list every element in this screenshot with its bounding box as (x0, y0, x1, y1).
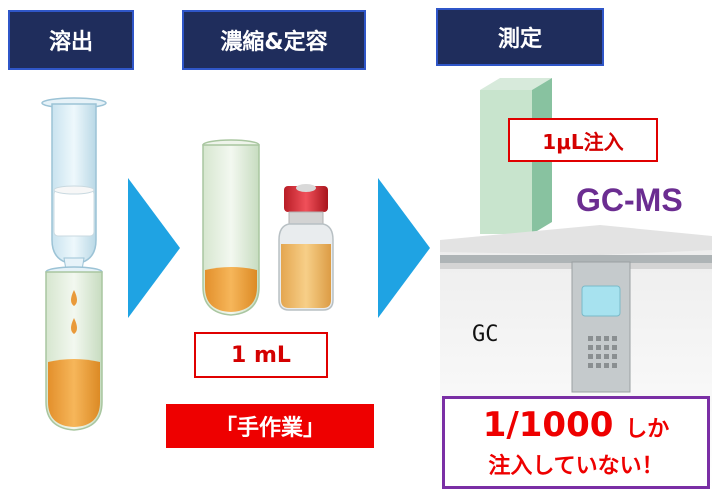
sample-vial (278, 184, 334, 311)
gc-ms-label: GC-MS (576, 182, 683, 218)
concentration-tube (202, 139, 260, 316)
step-concentrate-header: 濃縮&定容 (182, 10, 366, 70)
elution-apparatus (41, 97, 107, 431)
step-elution-header: 溶出 (8, 10, 134, 70)
gc-label: GC (472, 322, 499, 347)
manual-work-label: 「手作業」 (166, 404, 374, 448)
flow-arrow-1 (128, 178, 180, 318)
injection-label: 1μL注入 (508, 118, 658, 162)
step-measure-header: 測定 (436, 8, 604, 66)
only-text: しか (625, 417, 670, 442)
flow-arrow-2 (378, 178, 430, 318)
volume-label: 1 mL (194, 332, 328, 378)
ratio-value: 1/1000 (482, 405, 614, 445)
injection-ratio-callout: 1/1000 しか 注入していない！ (442, 396, 710, 489)
not-injected-text: 注入していない！ (488, 454, 664, 479)
